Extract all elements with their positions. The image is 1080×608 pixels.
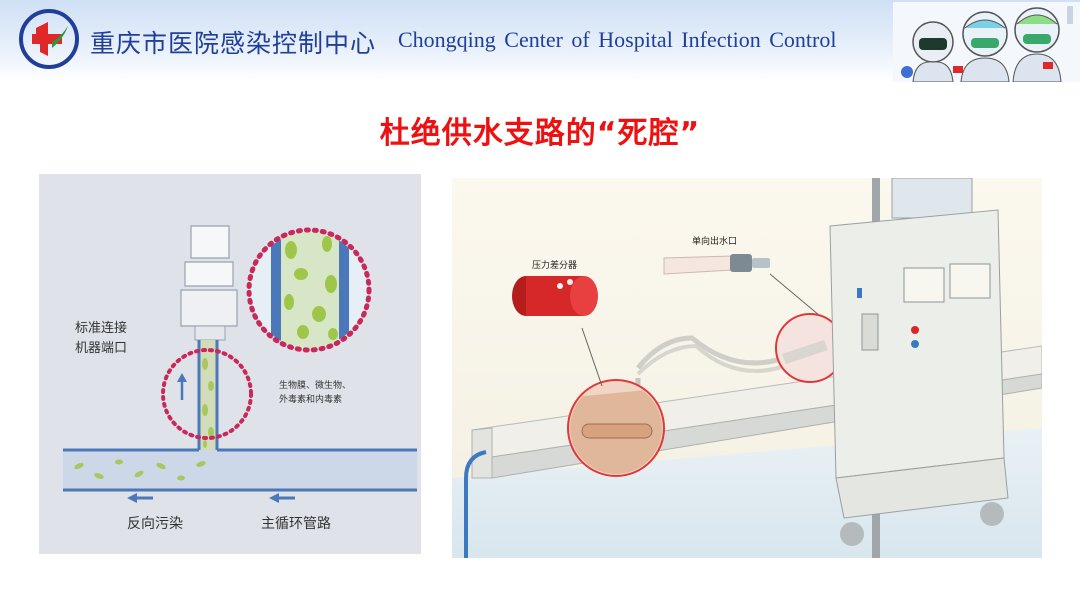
- backflow-arrow-icon: [127, 493, 153, 503]
- machine-icon: [180, 225, 238, 341]
- flow-up-arrow-icon: [177, 373, 187, 400]
- label-one-way-outlet: 单向出水口: [692, 235, 737, 247]
- header-title-english: Chongqing Center of Hospital Infection C…: [398, 27, 837, 52]
- slide-title: 杜绝供水支路的“死腔”: [379, 116, 701, 151]
- medical-staff-illustration-icon: [893, 2, 1080, 82]
- label-main-loop: 主循环管路: [261, 516, 331, 532]
- dialysis-machine-icon: [829, 178, 1009, 558]
- label-contaminants-line1: 生物膜、微生物、: [279, 379, 351, 391]
- header-title-chinese: 重庆市医院感染控制中心: [90, 29, 377, 58]
- label-port-line2: 机器端口: [75, 341, 127, 356]
- hospital-logo-icon: [19, 9, 79, 69]
- label-port-line1: 标准连接: [75, 320, 127, 336]
- main-loop-arrow-icon: [269, 493, 295, 503]
- dead-space-pipe-diagram: 标准连接 机器端口 生物膜、微生物、 外毒素和内毒素 反向污染 主循环管路: [39, 174, 421, 554]
- label-backflow: 反向污染: [127, 516, 183, 532]
- pressure-differentiator-icon: [512, 276, 598, 316]
- header-banner: 重庆市医院感染控制中心 Chongqing Center of Hospital…: [0, 0, 1080, 82]
- one-way-outlet-icon: [663, 254, 770, 275]
- label-pressure-differentiator: 压力差分器: [532, 259, 577, 271]
- label-contaminants-line2: 外毒素和内毒素: [279, 393, 342, 405]
- dialysis-machine-diagram: 压力差分器 单向出水口: [452, 178, 1042, 558]
